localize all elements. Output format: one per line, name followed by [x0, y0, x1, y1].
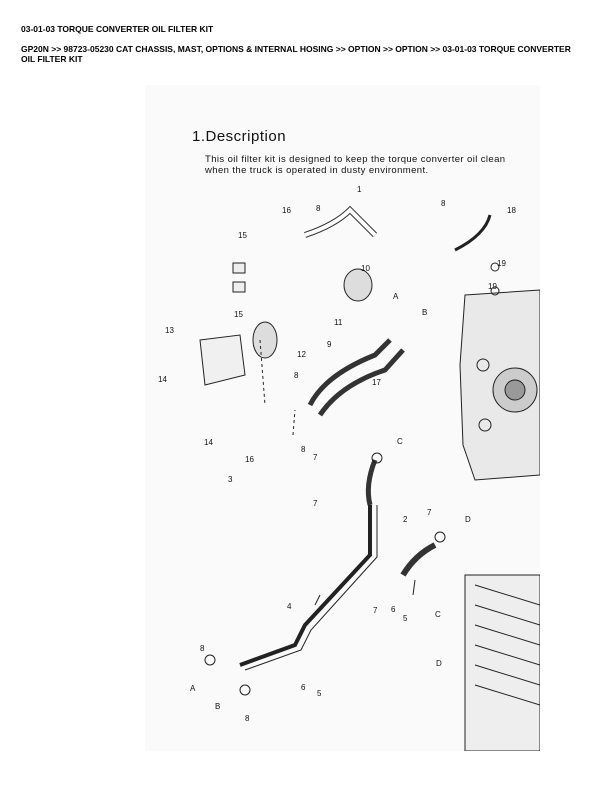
callout-label: 1 — [357, 185, 362, 194]
callout-label: 14 — [158, 375, 167, 384]
callout-label: 7 — [313, 499, 318, 508]
callout-label: 6 — [391, 605, 396, 614]
callout-label: 8 — [301, 445, 306, 454]
callout-label: 2 — [403, 515, 408, 524]
page-title: 03-01-03 TORQUE CONVERTER OIL FILTER KIT — [21, 24, 214, 34]
callout-label: 14 — [204, 438, 213, 447]
callout-label: 3 — [228, 475, 233, 484]
callout-label: 12 — [297, 350, 306, 359]
callout-label: 15 — [234, 310, 243, 319]
callout-label: 17 — [372, 378, 381, 387]
callout-label: A — [190, 684, 196, 693]
callout-label: D — [436, 659, 442, 668]
callout-label: 9 — [327, 340, 332, 349]
callout-label: 13 — [165, 326, 174, 335]
description-line: This oil filter kit is designed to keep … — [205, 154, 506, 165]
callout-label: 7 — [427, 508, 432, 517]
callout-label: 19 — [488, 282, 497, 291]
callout-label: 8 — [200, 644, 205, 653]
callout-label: 7 — [313, 453, 318, 462]
callout-label: 4 — [287, 602, 292, 611]
callout-label: C — [397, 437, 403, 446]
callout-label: A — [393, 292, 399, 301]
callout-label: 8 — [441, 199, 446, 208]
callout-label: 8 — [294, 371, 299, 380]
callout-label: 6 — [301, 683, 306, 692]
callout-label: 16 — [282, 206, 291, 215]
callout-label: 16 — [245, 455, 254, 464]
filter-head — [252, 321, 278, 359]
callout-label: B — [422, 308, 427, 317]
callout-label: 5 — [317, 689, 322, 698]
callout-label: 19 — [497, 259, 506, 268]
callout-label: 8 — [316, 204, 321, 213]
callout-label: 5 — [403, 614, 408, 623]
breadcrumb[interactable]: GP20N >> 98723-05230 CAT CHASSIS, MAST, … — [21, 44, 571, 64]
callout-label: 7 — [373, 606, 378, 615]
bracket — [199, 334, 246, 386]
callout-label: C — [435, 610, 441, 619]
callout-label: D — [465, 515, 471, 524]
parts-diagram: 1.Description This oil filter kit is des… — [145, 85, 540, 751]
callout-label: B — [215, 702, 220, 711]
callout-label: 8 — [245, 714, 250, 723]
callout-label: 10 — [361, 264, 370, 273]
callout-label: 11 — [334, 318, 343, 327]
description-heading: 1.Description — [192, 128, 287, 145]
callout-label: 18 — [507, 206, 516, 215]
description-text: This oil filter kit is designed to keep … — [205, 154, 505, 176]
oil-filter — [343, 268, 373, 302]
callout-label: 15 — [238, 231, 247, 240]
description-line: when the truck is operated in dusty envi… — [205, 165, 429, 176]
